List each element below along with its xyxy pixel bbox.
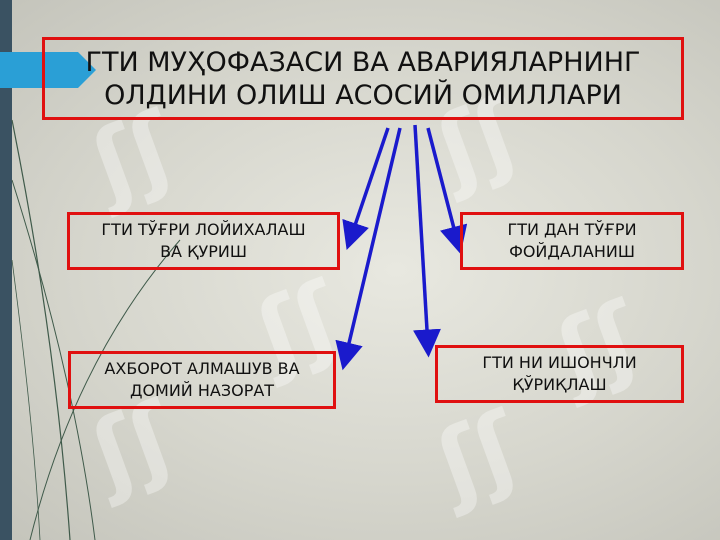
arrow-to-design bbox=[342, 127, 390, 250]
arrow-to-monitoring bbox=[335, 127, 402, 371]
usage-line-1: ГТИ ДАН ТЎҒРИ bbox=[507, 220, 637, 239]
protection-line-1: ГТИ НИ ИШОНЧЛИ bbox=[482, 353, 637, 372]
arrow-to-usage bbox=[426, 127, 468, 255]
protection-line-2: ҚЎРИҚЛАШ bbox=[512, 375, 607, 394]
accent-tab-icon bbox=[0, 52, 96, 88]
diagram-title: ГТИ МУҲОФАЗАСИ ВА АВАРИЯЛАРНИНГ ОЛДИНИ О… bbox=[42, 37, 684, 120]
design-line-2: ВА ҚУРИШ bbox=[160, 242, 247, 261]
monitoring-line-1: АХБОРОТ АЛМАШУВ ВА bbox=[104, 359, 300, 378]
arrow-to-protection bbox=[413, 124, 441, 358]
box-reliable-protection: ГТИ НИ ИШОНЧЛИ ҚЎРИҚЛАШ bbox=[435, 345, 684, 403]
monitoring-line-2: ДОМИЙ НАЗОРАТ bbox=[129, 381, 275, 400]
box-proper-usage: ГТИ ДАН ТЎҒРИ ФОЙДАЛАНИШ bbox=[460, 212, 684, 270]
left-accent-bar bbox=[0, 0, 12, 540]
usage-line-2: ФОЙДАЛАНИШ bbox=[509, 242, 635, 261]
box-info-exchange-monitoring: АХБОРОТ АЛМАШУВ ВА ДОМИЙ НАЗОРАТ bbox=[68, 351, 336, 409]
title-line-1: ГТИ МУҲОФАЗАСИ ВА АВАРИЯЛАРНИНГ bbox=[85, 46, 641, 78]
design-line-1: ГТИ ТЎҒРИ ЛОЙИХАЛАШ bbox=[101, 220, 306, 239]
title-line-2: ОЛДИНИ ОЛИШ АСОСИЙ ОМИЛЛАРИ bbox=[104, 79, 622, 111]
box-design-construction: ГТИ ТЎҒРИ ЛОЙИХАЛАШ ВА ҚУРИШ bbox=[67, 212, 340, 270]
